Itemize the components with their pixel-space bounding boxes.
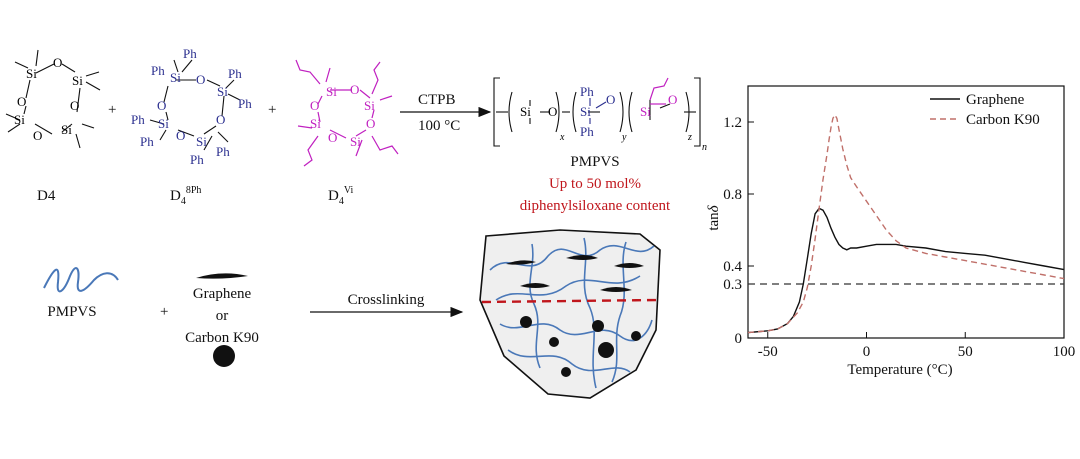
y-tick-label: 0 bbox=[735, 331, 743, 347]
d4-label: D4 bbox=[37, 188, 56, 204]
graphene-flake-icon bbox=[196, 273, 248, 279]
x-tick-label: 0 bbox=[863, 344, 871, 360]
phenyl-group: Ph bbox=[140, 134, 154, 149]
phenyl-group: Ph bbox=[216, 144, 230, 159]
si-atom: Si bbox=[72, 73, 83, 88]
o-atom: O bbox=[196, 72, 205, 87]
y-tick-label: 0.3 bbox=[723, 277, 742, 293]
si-atom: Si bbox=[170, 70, 181, 85]
si-atom: Si bbox=[520, 104, 531, 119]
o-atom: O bbox=[157, 98, 166, 113]
plus-sign: + bbox=[108, 102, 116, 118]
o-atom: O bbox=[17, 94, 26, 109]
y-tick-label: 1.2 bbox=[723, 115, 742, 131]
series-line-graphene bbox=[747, 207, 1065, 334]
x-tick-label: -50 bbox=[758, 344, 778, 360]
si-atom: Si bbox=[158, 116, 169, 131]
o-atom: O bbox=[216, 112, 225, 127]
product-label: PMPVS bbox=[570, 154, 619, 170]
si-atom: Si bbox=[326, 84, 337, 99]
network-composite bbox=[479, 229, 661, 399]
x-tick-label: 50 bbox=[958, 344, 973, 360]
x-tick-label: 100 bbox=[1053, 344, 1076, 360]
carbon-particle-icon bbox=[213, 345, 235, 367]
pmpvs-structure: Si O Si O Ph Ph Si O x y z n bbox=[493, 77, 707, 153]
si-atom: Si bbox=[61, 122, 72, 137]
o-atom: O bbox=[70, 98, 79, 113]
phenyl-group: Ph bbox=[228, 66, 242, 81]
si-atom: Si bbox=[310, 116, 321, 131]
pmpvs-chain-icon bbox=[43, 267, 119, 293]
content-note-line1: Up to 50 mol% bbox=[549, 176, 641, 192]
subscript-z: z bbox=[687, 132, 692, 143]
si-atom: Si bbox=[26, 66, 37, 81]
plus-sign: + bbox=[160, 304, 168, 320]
legend-label: Carbon K90 bbox=[966, 112, 1040, 128]
d4-vi-label: D4Vi bbox=[328, 185, 353, 207]
x-axis-label: Temperature (°C) bbox=[847, 362, 952, 378]
si-atom: Si bbox=[640, 104, 651, 119]
legend-label: Graphene bbox=[966, 92, 1025, 108]
si-atom: Si bbox=[217, 84, 228, 99]
d4-8ph-structure: Ph Ph Ph Ph Ph Ph Ph Ph Si O Si O O Si S… bbox=[131, 46, 252, 167]
y-tick-label: 0.4 bbox=[723, 259, 742, 275]
y-tick-label: 0.8 bbox=[723, 187, 742, 203]
phenyl-group: Ph bbox=[183, 46, 197, 61]
y-axis-label: tanδ bbox=[706, 204, 722, 230]
phenyl-group: Ph bbox=[580, 124, 594, 139]
catalyst-label: CTPB bbox=[418, 92, 456, 108]
d4-8ph-label: D48Ph bbox=[170, 185, 201, 207]
d4-structure: Si O Si O O Si Si O bbox=[5, 49, 101, 149]
d4-vi-structure: Si O Si O O Si Si O bbox=[295, 59, 399, 167]
filler-line1: Graphene bbox=[193, 286, 252, 302]
o-atom: O bbox=[606, 92, 615, 107]
crosslinking-label: Crosslinking bbox=[348, 292, 425, 308]
phenyl-group: Ph bbox=[580, 84, 594, 99]
o-atom: O bbox=[33, 128, 42, 143]
si-atom: Si bbox=[364, 98, 375, 113]
si-atom: Si bbox=[350, 134, 361, 149]
series-line-carbon-k90 bbox=[747, 113, 1065, 334]
o-atom: O bbox=[310, 98, 319, 113]
o-atom: O bbox=[53, 55, 62, 70]
pmpvs-label-bottom: PMPVS bbox=[47, 304, 96, 320]
si-atom: Si bbox=[14, 112, 25, 127]
subscript-n: n bbox=[702, 142, 707, 153]
plot-frame bbox=[747, 85, 1065, 339]
phenyl-group: Ph bbox=[190, 152, 204, 167]
si-atom: Si bbox=[196, 134, 207, 149]
si-atom: Si bbox=[580, 104, 591, 119]
o-atom: O bbox=[668, 92, 677, 107]
phenyl-group: Ph bbox=[131, 112, 145, 127]
filler-line3: Carbon K90 bbox=[185, 330, 259, 346]
subscript-y: y bbox=[621, 132, 627, 143]
o-atom: O bbox=[176, 128, 185, 143]
o-atom: O bbox=[328, 130, 337, 145]
o-atom: O bbox=[548, 104, 557, 119]
plus-sign: + bbox=[268, 102, 276, 118]
temperature-label: 100 °C bbox=[418, 118, 460, 134]
o-atom: O bbox=[366, 116, 375, 131]
phenyl-group: Ph bbox=[238, 96, 252, 111]
phenyl-group: Ph bbox=[151, 63, 165, 78]
o-atom: O bbox=[350, 82, 359, 97]
filler-line2: or bbox=[216, 308, 229, 324]
subscript-x: x bbox=[559, 132, 565, 143]
content-note-line2: diphenylsiloxane content bbox=[520, 198, 671, 214]
